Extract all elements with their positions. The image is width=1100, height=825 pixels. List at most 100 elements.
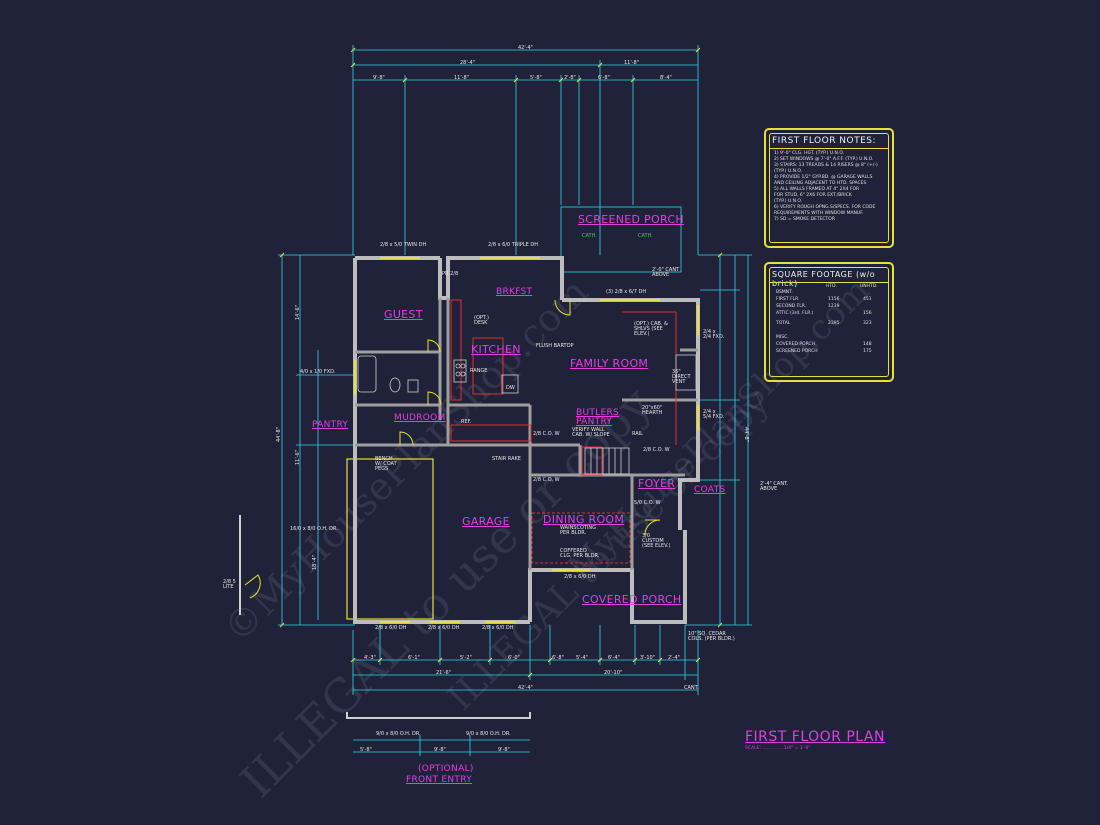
note-line: 6) VERIFY ROUGH OPNG.S/SPECS. FOR CODE — [774, 205, 876, 210]
dim-bottom-6: 5'-4" — [576, 655, 588, 661]
sqft-misc-label: SCREENED PORCH — [776, 349, 818, 354]
label-triple-dh: 2/8 x 6/0 TRIPLE DH — [488, 242, 538, 248]
dim-top-a: 28'-4" — [460, 60, 476, 66]
label-direct-vent: 36" DIRECT VENT — [672, 369, 691, 385]
sqft-col-htd: HTD. — [826, 284, 838, 289]
room-label-butlers: BUTLERS — [576, 408, 620, 418]
note-line: (TYP.) U.N.O. — [774, 199, 803, 204]
notes-header-divider — [769, 148, 889, 149]
cabinets — [450, 299, 677, 564]
label-pr-door: PR 2/8 — [442, 271, 459, 277]
label-fxd-left: 4/0 x 1/0 FXD. — [300, 369, 336, 375]
label-oh-door: 16/0 x 8/0 O.H. DR. — [290, 526, 338, 532]
sqft-row-label: SECOND FLR. — [776, 304, 807, 309]
optional-front-entry — [346, 712, 531, 719]
sqft-row-label: BSMNT. — [776, 290, 793, 295]
label-oh-opt-1: 9/0 x 8/0 O.H. DR. — [376, 731, 421, 737]
dim-top-overall: 42'-4" — [518, 45, 534, 51]
label-hearth: 20"x60" HEARTH — [642, 405, 663, 416]
note-line: 7) SD = SMOKE DETECTOR — [774, 217, 835, 222]
dim-bottom-a: 21'-6" — [436, 670, 452, 676]
dim-top-6: 8'-4" — [660, 75, 672, 81]
sqft-row-unhtd: 156 — [863, 311, 872, 316]
windows — [354, 257, 699, 623]
bath-fixtures — [357, 354, 697, 394]
dim-top-2: 11'-8" — [454, 75, 470, 81]
drawing-title: FIRST FLOOR PLAN — [745, 729, 885, 745]
label-oh-opt-2: 9/0 x 8/0 O.H. DR. — [466, 731, 511, 737]
room-label-guest: GUEST — [384, 308, 423, 321]
dim-top-5: 6'-8" — [598, 75, 610, 81]
label-cath-2: CATH. — [638, 233, 653, 239]
room-label-front-entry: FRONT ENTRY — [406, 775, 472, 785]
dim-optional-3: 9'-8" — [498, 747, 510, 753]
label-coffered: COFFERED CLG. PER BLDR. — [560, 548, 600, 559]
dim-bottom-2: 6'-1" — [408, 655, 420, 661]
dimension-ticks — [279, 47, 723, 678]
dim-bottom-1: 4'-3" — [364, 655, 376, 661]
label-dh-dining: 2/8 x 6/0 DH — [564, 574, 596, 580]
sqft-header-divider — [769, 282, 889, 283]
note-line: 1) 9'-0" CLG. HGT. (TYP.) U.N.O. — [774, 151, 845, 156]
label-bench: BENCH W/ COAT PEGS — [375, 456, 397, 472]
room-label-kitchen: KITCHEN — [471, 343, 521, 356]
sqft-row-htd: 2395 — [828, 321, 840, 326]
room-label-mudroom: MUDROOM — [394, 413, 446, 423]
label-triple-dh-2: (3) 2/8 x 6/7 DH — [606, 289, 647, 295]
room-label-coats: COATS — [694, 485, 726, 495]
label-dh-bottom-2: 2/8 x 6/0 DH — [428, 625, 460, 631]
sqft-row-unhtd: 451 — [863, 297, 872, 302]
label-fxd-mid: 2/4 x 5/4 FXD. — [703, 409, 725, 420]
label-co-3: 2/8 C.O. W — [643, 447, 670, 453]
walls-interior — [355, 298, 698, 570]
dim-optional-2: 9'-8" — [434, 747, 446, 753]
label-ref: REF. — [461, 419, 472, 425]
dim-top-3: 5'-8" — [530, 75, 542, 81]
sqft-misc-value: 148 — [863, 342, 872, 347]
sqft-row-label: TOTAL — [776, 321, 791, 326]
label-twin-dh: 2/8 x 5/0 TWIN DH — [380, 242, 427, 248]
label-range: RANGE — [470, 368, 488, 374]
dim-top-1: 9'-8" — [373, 75, 385, 81]
room-label-dining-room: DINING ROOM — [543, 513, 625, 526]
label-cedar-cols: 10" SQ. CEDAR COLS. (PER BLDR.) — [688, 631, 735, 642]
note-line: 4) PROVIDE 1/2" GYP.BD. @ GARAGE WALLS — [774, 175, 873, 180]
label-co-4: 5/0 C.O. W — [634, 500, 661, 506]
room-label-pantry: PANTRY — [312, 420, 349, 430]
doors — [244, 299, 661, 599]
label-stair-rake: STAIR RAKE — [492, 456, 521, 462]
sqft-header: SQUARE FOOTAGE (w/o brick) — [772, 270, 876, 288]
sqft-misc-label: COVERED PORCH — [776, 342, 816, 347]
sqft-misc-header: MISC. — [776, 335, 789, 340]
note-line: REQUIREMENTS WITH WINDOW MANUF. — [774, 211, 864, 216]
sqft-box-inner-border — [769, 267, 889, 377]
dim-left-1: 14'-6" — [295, 304, 302, 321]
dim-right-overall: 44'-8" — [743, 426, 750, 443]
label-cab-shlvs: (OPT.) CAB. & SHLVS (SEE ELEV.) — [634, 321, 668, 337]
square-footage-box: SQUARE FOOTAGE (w/o brick) HTD. UNHTD. B… — [764, 262, 894, 382]
dimension-lines — [278, 45, 752, 756]
dim-top-4: 2'-8" — [564, 75, 576, 81]
room-label-optional: (OPTIONAL) — [418, 764, 474, 774]
label-dw: DW — [506, 385, 515, 391]
note-line: 3) STAIRS: 13 TREADS & 14 RISERS @ 8" (+… — [774, 163, 878, 168]
label-cath-1: CATH. — [582, 233, 597, 239]
label-cant-foyer: 2'-4" CANT. ABOVE — [760, 481, 789, 492]
label-fxd-top: 2/4 x 2/4 FXD. — [703, 329, 725, 340]
room-label-family-room: FAMILY ROOM — [570, 357, 649, 370]
sqft-row-unhtd: 323 — [863, 321, 872, 326]
note-line: 2) SET WINDOWS @ 7'-0" A.F.F. (TYP.) U.N… — [774, 157, 874, 162]
note-line: 5) ALL WALLS FRAMED AT 4" 2X4 FOR — [774, 187, 860, 192]
drawing-scale: SCALE: ...............1/4" = 1'-0" — [745, 746, 811, 751]
label-wainscoting: WAINSCOTING PER BLDR. — [560, 525, 597, 536]
sqft-col-unhtd: UNHTD. — [860, 284, 878, 289]
sqft-row-htd: 1156 — [828, 297, 840, 302]
label-dh-bottom-1: 2/8 x 6/0 DH — [375, 625, 407, 631]
notes-header: FIRST FLOOR NOTES: — [772, 136, 877, 146]
dim-left-2: 11'-6" — [295, 449, 302, 466]
dim-bottom-8: 3'-10" — [640, 655, 656, 661]
dim-left-overall: 44'-8" — [276, 426, 283, 443]
label-rail: RAIL — [632, 431, 643, 437]
dim-bottom-9: 2'-4" — [668, 655, 680, 661]
dim-bottom-4: 6'-0" — [508, 655, 520, 661]
